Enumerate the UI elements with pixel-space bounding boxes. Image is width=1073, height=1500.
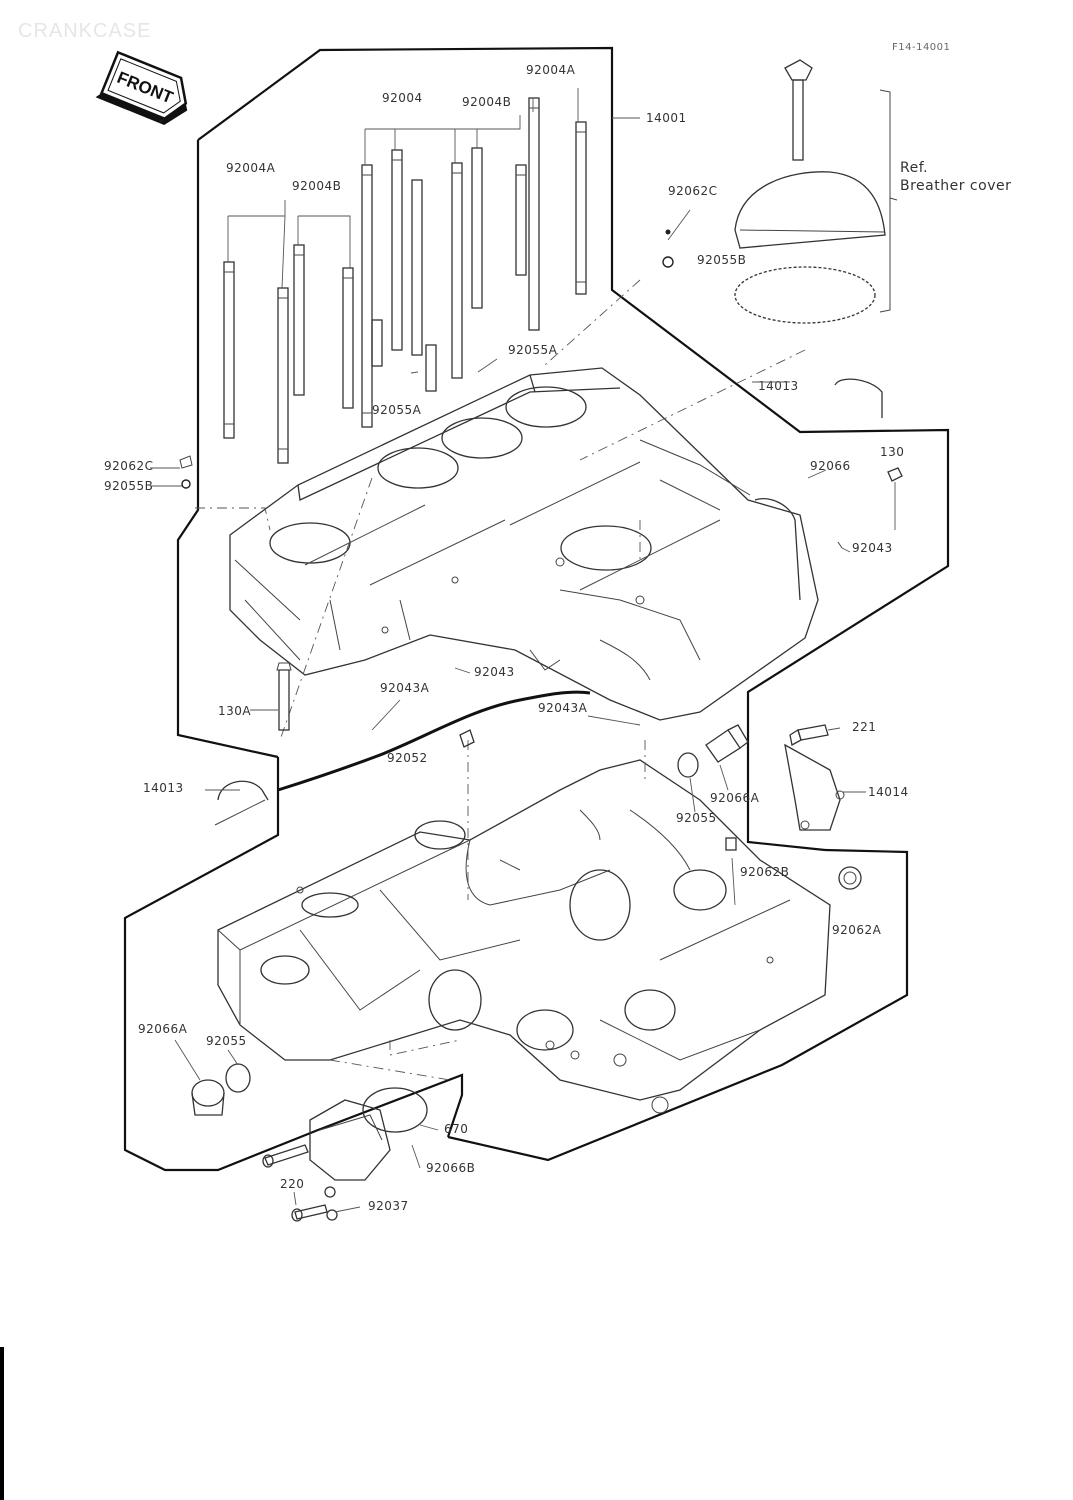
callout-92066A-left: 92066A bbox=[138, 1022, 188, 1036]
lower-crankcase bbox=[217, 759, 831, 1114]
callout-92066A-right: 92066A bbox=[710, 791, 760, 805]
callout-92043-right: 92043 bbox=[852, 541, 893, 555]
alignment-lines-lower bbox=[329, 740, 646, 1081]
lower-case-boundary bbox=[123, 757, 464, 1172]
callout-92055B-left: 92055B bbox=[104, 479, 153, 493]
lower-case-boundary-right bbox=[447, 848, 909, 1162]
callout-92004A-left: 92004A bbox=[226, 161, 276, 175]
breather-cover-assembly bbox=[662, 59, 898, 324]
callout-92055A-1: 92055A bbox=[508, 343, 558, 357]
cover-14014 bbox=[784, 743, 845, 831]
plug-92062A bbox=[838, 866, 862, 890]
bolt-220-upper bbox=[262, 1144, 309, 1168]
callout-ref-line2: Breather cover bbox=[900, 178, 1011, 194]
callout-92043-center: 92043 bbox=[474, 665, 515, 679]
callout-92066B: 92066B bbox=[426, 1161, 475, 1175]
callout-brackets bbox=[227, 88, 640, 374]
callout-92052: 92052 bbox=[387, 751, 428, 765]
callout-92043A-1: 92043A bbox=[380, 681, 430, 695]
callout-130: 130 bbox=[880, 445, 904, 459]
callout-92004-top: 92004 bbox=[382, 91, 423, 105]
callout-92004B-top: 92004B bbox=[462, 95, 511, 109]
callout-92062C-top: 92062C bbox=[668, 184, 718, 198]
oil-seal-left bbox=[214, 780, 269, 826]
callout-ref-line1: Ref. bbox=[900, 160, 928, 176]
callout-92055-right: 92055 bbox=[676, 811, 717, 825]
front-direction-badge: FRONT bbox=[95, 50, 188, 125]
drain-plug-right bbox=[677, 724, 749, 813]
callout-92037: 92037 bbox=[368, 1199, 409, 1213]
callout-92066: 92066 bbox=[810, 459, 851, 473]
oil-seal-right bbox=[834, 378, 883, 418]
callout-92004B-left: 92004B bbox=[292, 179, 341, 193]
bolt-130-right bbox=[837, 467, 903, 549]
callout-leaders bbox=[150, 381, 866, 1213]
callout-92004A-top: 92004A bbox=[526, 63, 576, 77]
callout-220: 220 bbox=[280, 1177, 304, 1191]
callout-92062C-left: 92062C bbox=[104, 459, 154, 473]
bolt-130A bbox=[276, 662, 292, 731]
callout-92055A-2: 92055A bbox=[372, 403, 422, 417]
page-header-title: CRANKCASE bbox=[18, 20, 151, 42]
upper-case-boundary bbox=[197, 46, 950, 852]
alignment-lines-upper bbox=[195, 279, 806, 741]
figure-reference: F14-14001 bbox=[892, 42, 950, 53]
upper-crankcase bbox=[229, 367, 819, 721]
callout-14014: 14014 bbox=[868, 785, 909, 799]
stud-bolts bbox=[223, 97, 587, 464]
callout-221: 221 bbox=[852, 720, 876, 734]
drain-plug-left bbox=[174, 1039, 251, 1116]
dowel-92052 bbox=[459, 729, 475, 748]
upper-case-boundary-left bbox=[176, 140, 279, 759]
scan-edge-bar bbox=[0, 1347, 4, 1500]
case-seal-line bbox=[277, 690, 591, 792]
bolt-220-lower bbox=[291, 1186, 338, 1222]
callout-92055B-top: 92055B bbox=[697, 253, 746, 267]
callout-14001: 14001 bbox=[646, 111, 687, 125]
callout-130A: 130A bbox=[218, 704, 251, 718]
callout-14013-left: 14013 bbox=[143, 781, 184, 795]
callout-92055-left: 92055 bbox=[206, 1034, 247, 1048]
callout-14013-right: 14013 bbox=[758, 379, 799, 393]
callout-670: 670 bbox=[444, 1122, 468, 1136]
plug-92062B bbox=[725, 837, 737, 906]
bolt-221 bbox=[789, 724, 829, 747]
callout-92043A-2: 92043A bbox=[538, 701, 588, 715]
callout-92062B: 92062B bbox=[740, 865, 789, 879]
breather-plate-670 bbox=[309, 1087, 428, 1181]
part-callouts: 92004A 92004 92004B 14001 92004A 92004B … bbox=[104, 63, 1011, 1213]
callout-92062A: 92062A bbox=[832, 923, 882, 937]
